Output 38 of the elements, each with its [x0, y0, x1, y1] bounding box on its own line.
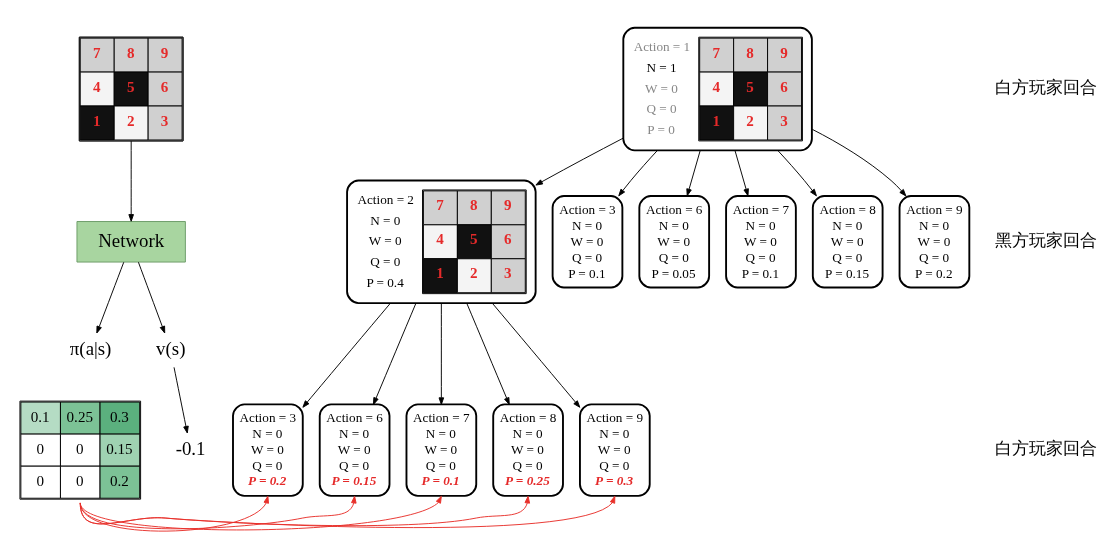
node-box: Action = 3 N = 0 W = 0 Q = 0 P = 0.2 — [232, 403, 304, 497]
arrow — [173, 366, 189, 434]
arrow — [79, 495, 357, 530]
node-box: Action = 3 N = 0 W = 0 Q = 0 P = 0.1 — [551, 195, 624, 289]
node-text: v(s) — [156, 337, 186, 359]
node-text: π(a|s) — [69, 337, 112, 359]
arrow — [302, 302, 391, 408]
arrow — [491, 302, 581, 408]
arrow — [466, 302, 510, 405]
node-box: Action = 6 N = 0 W = 0 Q = 0 P = 0.15 — [318, 403, 391, 497]
arrow — [438, 302, 445, 405]
node-box: Action = 7 N = 0 W = 0 Q = 0 P = 0.1 — [405, 403, 478, 497]
arrow — [811, 128, 907, 197]
arrow — [96, 261, 125, 334]
label: 黑方玩家回合 — [994, 229, 1097, 250]
arrow — [128, 140, 134, 222]
node-box: Action = 7 N = 0 W = 0 Q = 0 P = 0.1 — [725, 195, 797, 289]
arrow — [535, 137, 624, 186]
arrow — [777, 150, 817, 197]
arrow — [618, 150, 658, 197]
arrow — [137, 261, 166, 334]
arrow — [734, 150, 749, 197]
node-box: Action = 6 N = 0 W = 0 Q = 0 P = 0.05 — [638, 195, 711, 289]
label: 白方玩家回合 — [994, 438, 1097, 459]
arrow — [79, 495, 616, 528]
node-box: Action = 9 N = 0 W = 0 Q = 0 P = 0.2 — [898, 195, 971, 289]
arrow — [79, 495, 269, 532]
node-box: Action = 9 N = 0 W = 0 Q = 0 P = 0.3 — [579, 403, 651, 497]
node-box: Action = 1 N = 1 W = 0 Q = 0 P = 0 7 8 9 4 5 6 1 2 3 — [622, 26, 813, 152]
node-box: Action = 8 N = 0 W = 0 Q = 0 P = 0.25 — [492, 403, 564, 497]
node-box: Network — [76, 221, 186, 263]
arrow — [79, 495, 442, 531]
label: 白方玩家回合 — [994, 77, 1097, 98]
arrow — [686, 150, 701, 197]
node-box: Action = 8 N = 0 W = 0 Q = 0 P = 0.15 — [811, 195, 884, 289]
arrow — [372, 302, 417, 405]
node-box: Action = 2 N = 0 W = 0 Q = 0 P = 0.4 7 8 9 4 5 6 1 2 3 — [346, 179, 537, 304]
node-text: -0.1 — [175, 437, 206, 459]
